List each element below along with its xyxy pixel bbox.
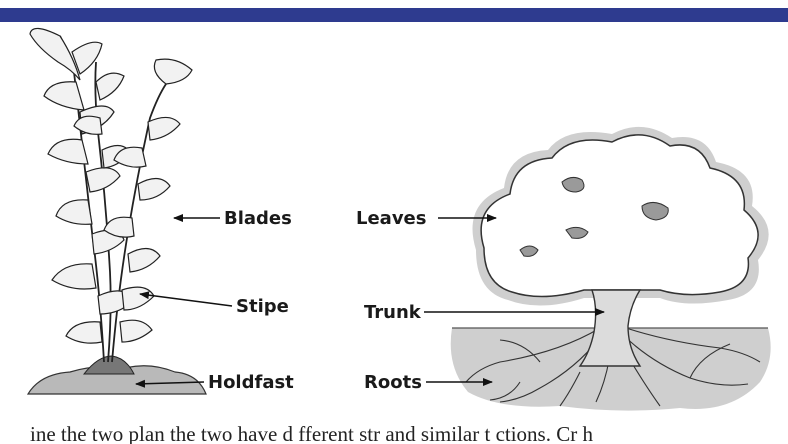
tree-illustration — [451, 127, 771, 411]
label-leaves: Leaves — [356, 208, 426, 229]
kelp-illustration — [28, 28, 206, 394]
header-bar — [0, 0, 788, 22]
kelp-blades — [30, 28, 192, 343]
arrow-stipe — [140, 294, 232, 306]
label-stipe: Stipe — [236, 296, 289, 317]
header-band — [0, 8, 788, 22]
label-blades: Blades — [224, 208, 292, 229]
label-holdfast: Holdfast — [208, 372, 294, 393]
label-trunk: Trunk — [364, 302, 422, 323]
label-roots: Roots — [364, 372, 422, 393]
kelp-labels: Blades Stipe Holdfast — [136, 208, 294, 393]
caption-text: ine the two plan the two have d fferent … — [30, 422, 770, 444]
kelp-vs-tree-diagram: Blades Stipe Holdfast Leaves Trunk Roots — [0, 22, 788, 418]
